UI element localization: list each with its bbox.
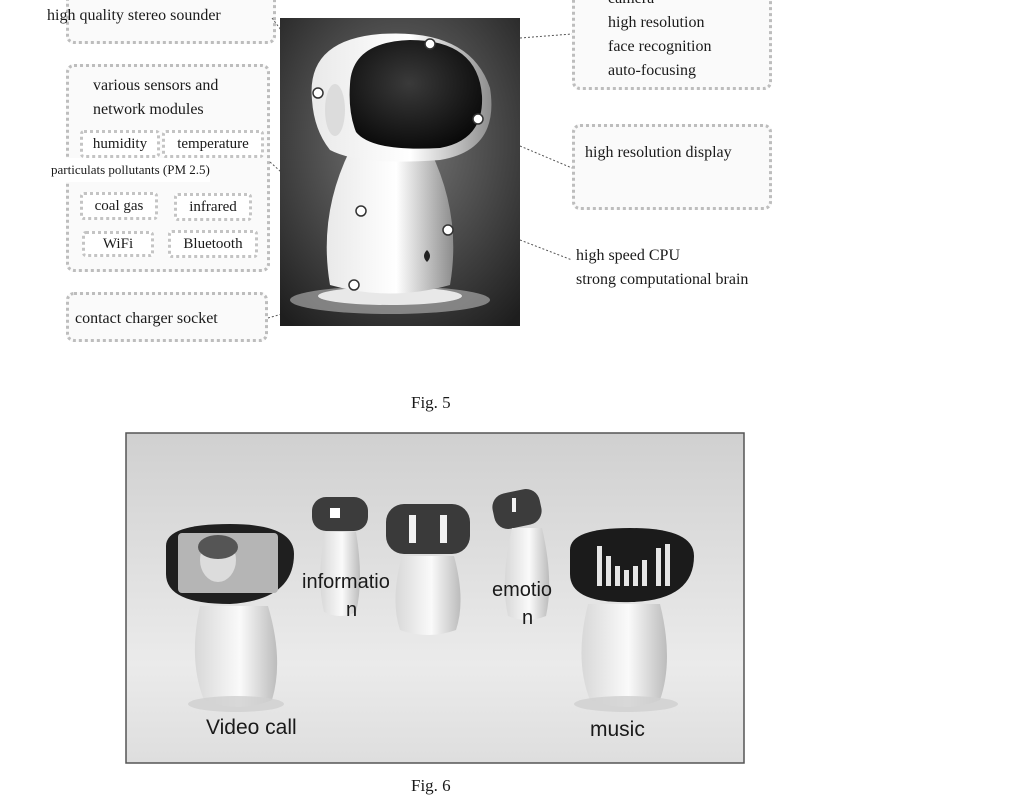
wifi-label: WiFi	[82, 231, 154, 257]
bluetooth-label: Bluetooth	[168, 230, 258, 258]
camera-box	[572, 0, 772, 90]
camera-line2: face recognition	[608, 38, 712, 55]
sensors-title-line2: network modules	[93, 101, 204, 118]
display-label: high resolution display	[585, 144, 732, 161]
information-label-line1: informatio	[302, 571, 390, 593]
music-label: music	[590, 718, 645, 741]
sensors-title-line1: various sensors and	[93, 77, 219, 94]
information-label-line2: n	[346, 599, 358, 621]
humidity-label: humidity	[80, 130, 160, 158]
cpu-line1: high speed CPU	[576, 247, 680, 264]
fig5-caption: Fig. 5	[411, 393, 451, 412]
cpu-line2: strong computational brain	[576, 271, 749, 288]
camera-title: camera	[608, 0, 654, 11]
emotion-label-line1: emotio	[492, 579, 553, 601]
temperature-label: temperature	[162, 130, 264, 158]
particulates-label: particulats pollutants (PM 2.5)	[51, 158, 210, 182]
emotion-label-line2: n	[522, 607, 534, 629]
fig6-caption: Fig. 6	[411, 776, 451, 795]
stereo-sounder-label: high quality stereo sounder	[47, 7, 221, 24]
charger-socket-label: contact charger socket	[75, 310, 218, 327]
infrared-label: infrared	[174, 193, 252, 221]
coal-gas-label: coal gas	[80, 192, 158, 220]
camera-line1: high resolution	[608, 14, 705, 31]
display-box	[572, 124, 772, 210]
camera-line3: auto-focusing	[608, 62, 696, 79]
charger-socket-box	[66, 292, 268, 342]
video-call-label: Video call	[206, 716, 297, 739]
stereo-sounder-box	[66, 0, 276, 44]
